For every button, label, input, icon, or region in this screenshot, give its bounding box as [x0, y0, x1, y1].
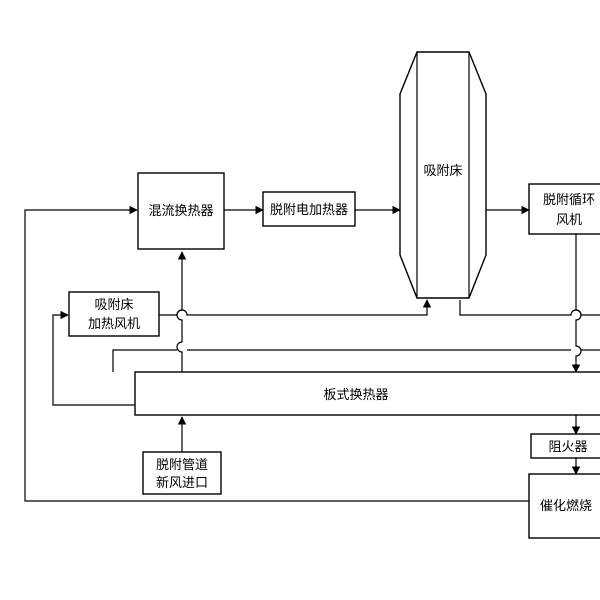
flow-bed-exit [459, 300, 600, 316]
desorption-fan-label-line1: 脱附循环 [543, 193, 595, 208]
flow-upper-return [112, 349, 600, 372]
bed-heating-fan-label-line2: 加热风机 [88, 317, 140, 332]
desorption-fan-box [528, 183, 600, 235]
plate-exchanger-label: 板式换热器 [323, 388, 388, 403]
bed-heating-fan-box [68, 291, 160, 337]
fresh-air-inlet-label-line2: 新风进口 [156, 475, 208, 491]
flame-arrester-label: 阻火器 [548, 440, 587, 455]
flow-heating-fan-to-bed [159, 299, 432, 316]
catalytic-burner-label: 催化燃烧 [540, 498, 592, 514]
fresh-air-inlet-label-line1: 脱附管道 [156, 458, 208, 473]
desorption-heater-label: 脱附电加热器 [270, 203, 348, 218]
bed-heating-fan-label-line1: 吸附床 [94, 298, 133, 313]
flow-fan-to-plate [571, 234, 582, 373]
flame-arrester-box [530, 433, 600, 459]
flow-burner-to-mixing [24, 205, 529, 502]
mixing-exchanger-label: 混流换热器 [148, 204, 213, 219]
flow-plate-to-heating-fan [52, 310, 135, 406]
catalytic-burner-box [528, 473, 600, 539]
fresh-air-inlet-box [142, 451, 222, 495]
desorption-heater-box [262, 191, 356, 227]
adsorption-bed-label: 吸附床 [423, 164, 462, 179]
desorption-fan-label-line2: 风机 [556, 213, 582, 228]
mixing-exchanger-box [137, 172, 225, 250]
plate-exchanger-box [134, 371, 600, 416]
